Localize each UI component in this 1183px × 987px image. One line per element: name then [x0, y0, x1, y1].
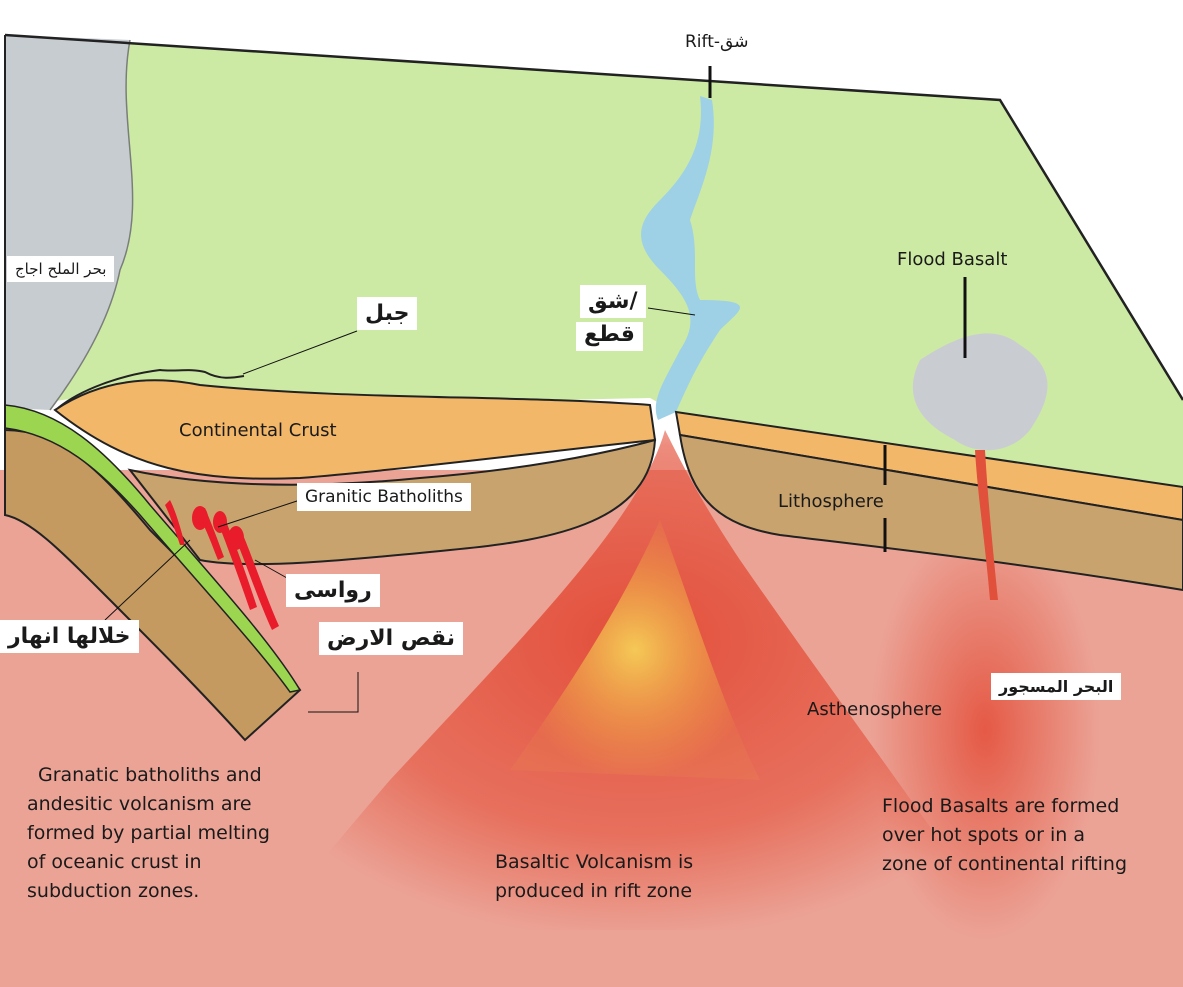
flood-caption-line-3: zone of continental rifting	[882, 850, 1127, 879]
subduction-caption-line-3: formed by partial melting	[27, 819, 270, 848]
lithosphere-label: Lithosphere	[778, 491, 884, 512]
flood-caption: Flood Basalts are formed over hot spots …	[882, 792, 1127, 879]
rift-arabic-label-2: قطع	[576, 322, 643, 351]
flood-caption-line-1: Flood Basalts are formed	[882, 792, 1127, 821]
subduction-caption-line-2: andesitic volcanism are	[27, 790, 270, 819]
rift-caption: Basaltic Volcanism is produced in rift z…	[495, 848, 693, 906]
dead-sea-label: بحر الملح اجاج	[7, 256, 114, 282]
mountain-label: جبل	[357, 297, 417, 330]
rift-arabic-label-1: /شق	[580, 285, 646, 318]
flood-basalt-label: Flood Basalt	[897, 249, 1007, 270]
rivers-between-label: خلالها انهار	[0, 620, 139, 653]
flood-caption-line-2: over hot spots or in a	[882, 821, 1127, 850]
rift-label: Rift-شق	[685, 32, 748, 52]
earth-reduction-label: نقص الارض	[319, 622, 463, 655]
sea-fire-label: البحر المسجور	[991, 673, 1121, 700]
granitic-batholiths-label: Granitic Batholiths	[297, 483, 471, 511]
subduction-caption-line-1: Granatic batholiths and	[27, 761, 270, 790]
mountains-pegs-label: رواسى	[286, 574, 380, 607]
continental-crust-label: Continental Crust	[179, 420, 337, 441]
subduction-caption-line-4: of oceanic crust in	[27, 848, 270, 877]
rift-caption-line-2: produced in rift zone	[495, 877, 693, 906]
asthenosphere-label: Asthenosphere	[807, 699, 942, 720]
subduction-caption-line-5: subduction zones.	[27, 877, 270, 906]
rift-caption-line-1: Basaltic Volcanism is	[495, 848, 693, 877]
subduction-caption: Granatic batholiths and andesitic volcan…	[27, 761, 270, 906]
